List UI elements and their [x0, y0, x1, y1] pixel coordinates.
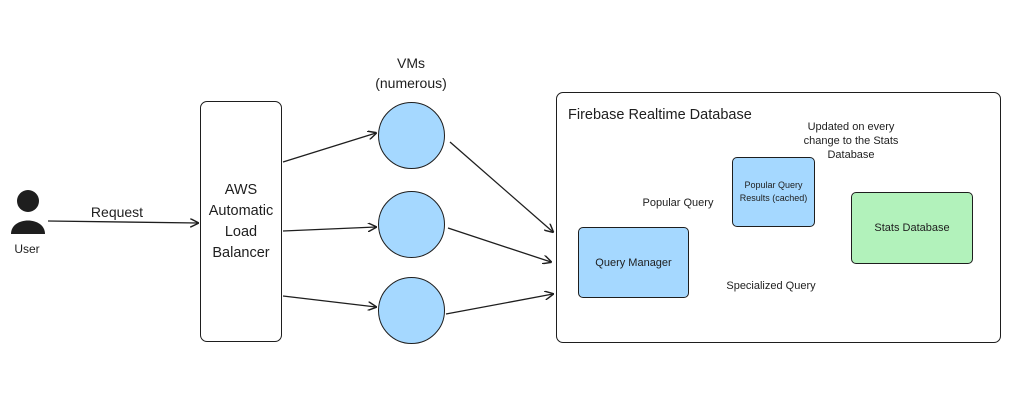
- user-label: User: [14, 242, 40, 256]
- stats-db-node[interactable]: Stats Database: [851, 192, 973, 264]
- lb-line4: Balancer: [212, 244, 270, 261]
- lb-line3: Load: [224, 223, 258, 240]
- specialized-query-label: Specialized Query: [726, 280, 816, 292]
- vms-subtitle: (numerous): [375, 75, 447, 91]
- note-line1: Updated on every: [807, 121, 895, 133]
- edge-lb-to-vm1: [282, 133, 376, 163]
- edge-vm3-to-firebase: [445, 294, 553, 315]
- request-label: Request: [90, 204, 144, 220]
- lb-line1: AWS: [224, 181, 258, 198]
- popular-results-line2: Results (cached): [739, 193, 808, 203]
- edge-lb-to-vm3: [282, 295, 376, 307]
- popular-results-node[interactable]: Popular Query Results (cached): [732, 157, 815, 227]
- note-line2: change to the Stats: [803, 135, 899, 147]
- edge-user-to-lb: [47, 221, 198, 223]
- firebase-note: Updated on every change to the Stats Dat…: [793, 120, 909, 164]
- query-manager-node[interactable]: Query Manager: [578, 227, 689, 298]
- edge-vm2-to-firebase: [447, 227, 551, 262]
- vm-node-3[interactable]: [378, 277, 445, 344]
- user-icon: [8, 188, 48, 236]
- stats-db-label: Stats Database: [874, 222, 950, 234]
- popular-results-line1: Popular Query: [744, 180, 803, 190]
- popular-query-label: Popular Query: [642, 197, 714, 209]
- firebase-title: Firebase Realtime Database: [568, 107, 752, 123]
- query-manager-label: Query Manager: [595, 256, 672, 269]
- vm-node-2[interactable]: [378, 191, 445, 258]
- load-balancer-node[interactable]: AWS Automatic Load Balancer: [200, 101, 282, 342]
- vms-title: VMs: [397, 55, 425, 71]
- lb-line2: Automatic: [208, 202, 274, 219]
- edge-lb-to-vm2: [282, 227, 376, 231]
- vm-node-1[interactable]: [378, 102, 445, 169]
- edge-vm1-to-firebase: [449, 141, 553, 232]
- note-line3: Database: [827, 149, 875, 161]
